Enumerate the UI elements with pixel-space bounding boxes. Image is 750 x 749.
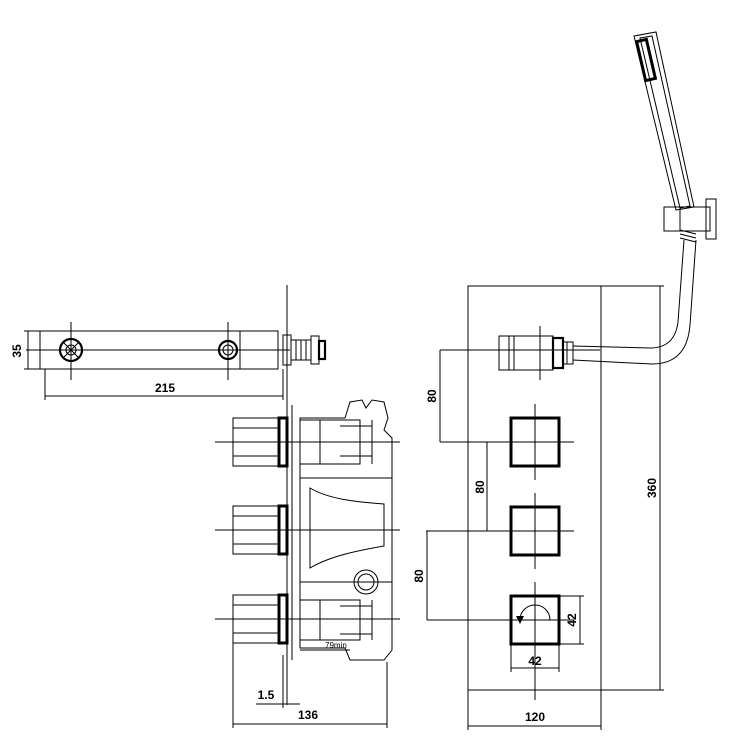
dim-1-5-label: 1.5 [258, 688, 275, 702]
dim-80-top: 80 [425, 350, 511, 443]
valve-handle-side-3 [215, 593, 400, 645]
aerator-icon [58, 337, 84, 363]
dim-42-h-label: 42 [528, 654, 542, 668]
dim-42-v-label: 42 [565, 613, 579, 627]
dim-80-low: 80 [412, 531, 511, 621]
dim-120-label: 120 [525, 710, 545, 724]
dim-80-top-label: 80 [425, 389, 439, 403]
rotation-arrow-icon [519, 604, 551, 621]
dim-79min-label: 79min [325, 641, 347, 650]
valve-handle-side-1 [215, 416, 400, 468]
dim-80-mid-label: 80 [473, 480, 487, 494]
dim-80-low-label: 80 [412, 569, 426, 583]
dim-215: 215 [44, 369, 284, 400]
dim-80-mid: 80 [473, 442, 488, 531]
dim-136-label: 136 [298, 708, 318, 722]
dim-360-label: 360 [645, 478, 659, 498]
spout-arm [26, 322, 327, 380]
spout-outlet-icon [217, 339, 239, 361]
arrow-head-icon [516, 616, 524, 624]
concealed-valve-body [291, 399, 393, 661]
dim-79min: 79min [300, 641, 350, 651]
dim-360: 360 [645, 286, 661, 690]
front-view: 80 80 80 42 42 360 [412, 31, 717, 730]
side-view: 35 215 [10, 285, 400, 728]
dim-120: 120 [467, 690, 602, 730]
shower-handset [633, 31, 695, 211]
control-knob-3 [495, 582, 574, 700]
dim-215-label: 215 [155, 381, 175, 395]
valve-handle-side-2 [215, 504, 400, 556]
dim-42-horizontal: 42 [510, 644, 560, 672]
dim-1-5: 1.5 [256, 655, 300, 708]
shower-outlet [440, 326, 600, 380]
shower-hose [572, 229, 697, 365]
control-knob-2 [426, 493, 574, 569]
dim-35: 35 [10, 330, 40, 370]
dim-35-label: 35 [10, 344, 24, 358]
dim-42-vertical: 42 [559, 595, 584, 645]
dim-136: 136 [232, 643, 388, 728]
